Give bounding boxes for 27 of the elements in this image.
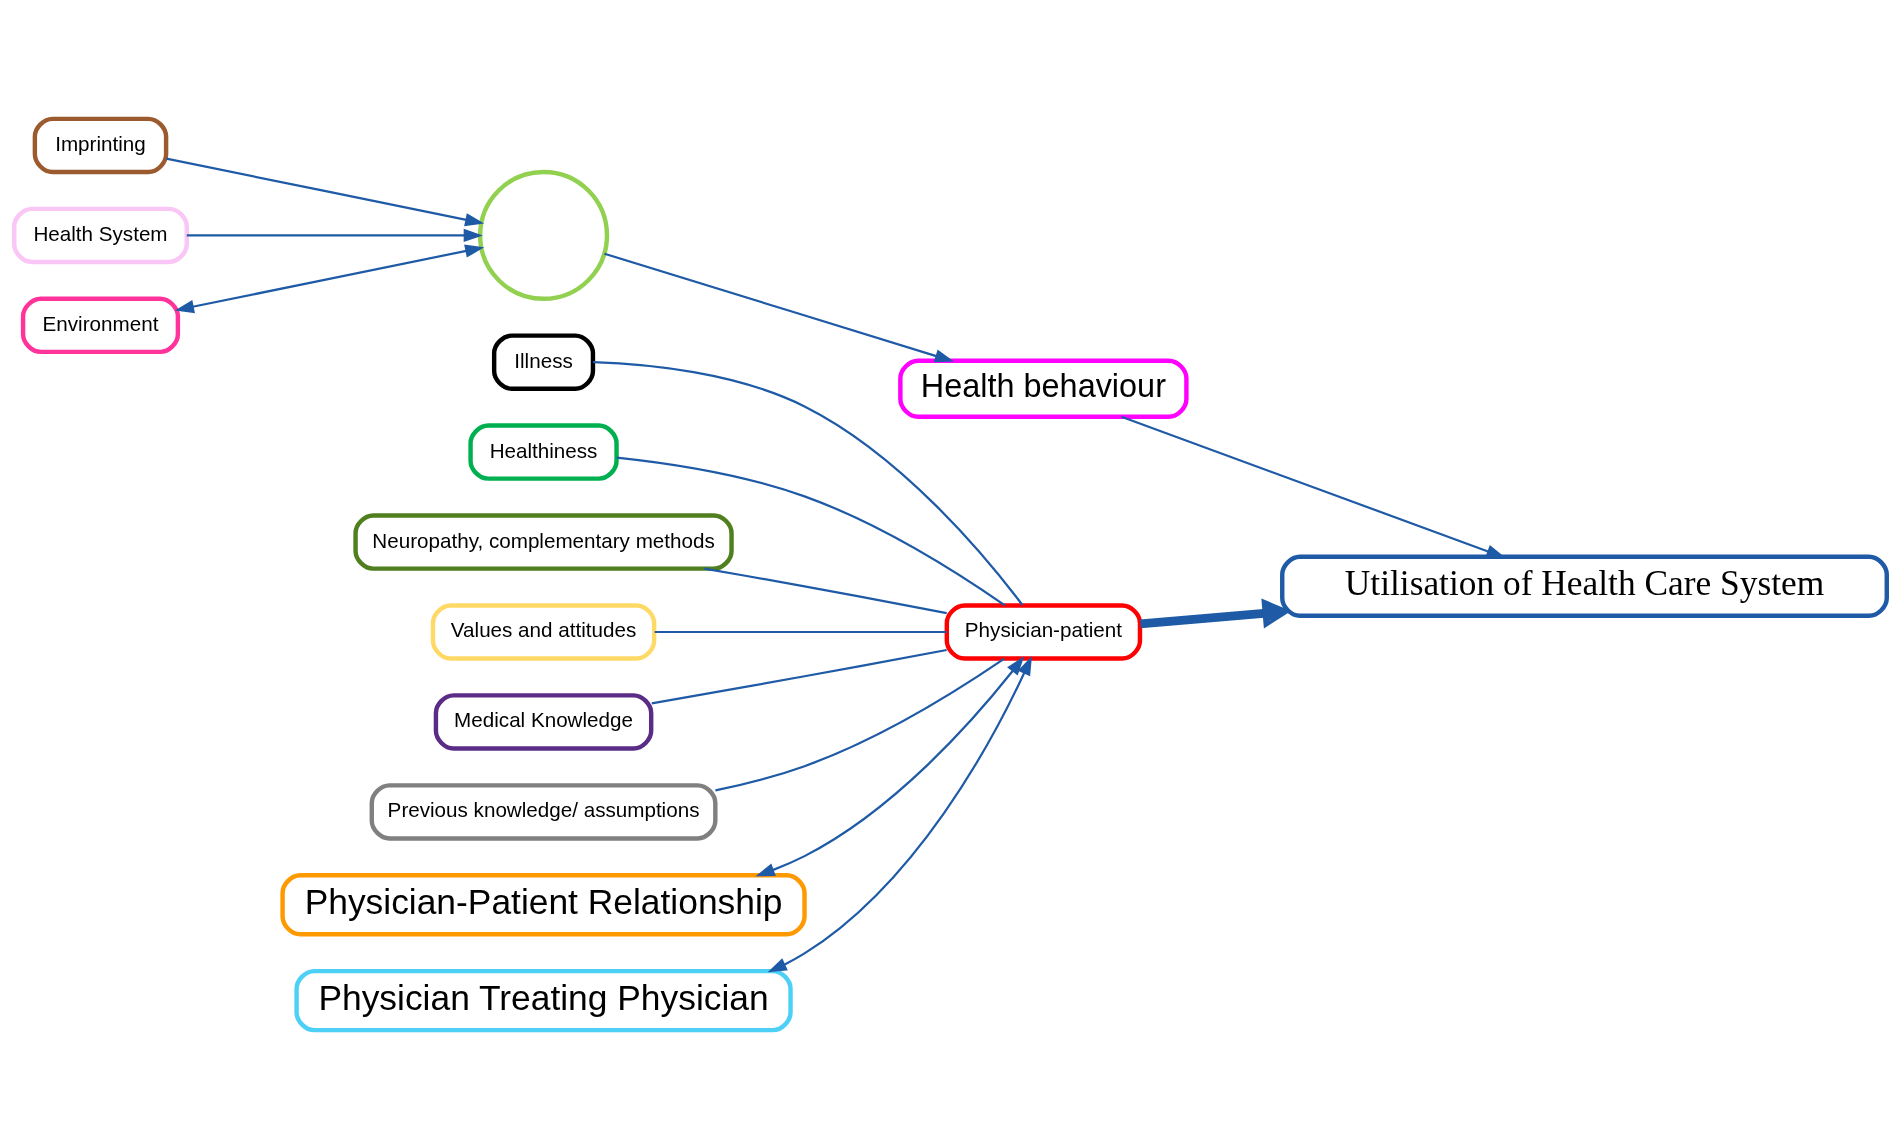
- node-box: Utilisation of Health Care System: [1280, 554, 1889, 618]
- node-box: Health System: [12, 206, 189, 264]
- node-box: Neuropathy, complementary methods: [353, 512, 734, 571]
- arrow: [166, 157, 485, 226]
- node-circle: [477, 169, 610, 301]
- connector: [651, 648, 947, 704]
- connector: [654, 630, 947, 633]
- node-box: Physician Treating Physician: [294, 968, 793, 1032]
- connector: [593, 360, 1024, 606]
- node-box: Illness: [491, 332, 596, 391]
- node-box: Physician-patient: [944, 602, 1143, 661]
- arrow: [174, 243, 485, 313]
- connector: [715, 657, 1005, 791]
- arrow: [767, 655, 1032, 972]
- node-box: Previous knowledge/ assumptions: [369, 782, 718, 841]
- connector: [616, 455, 1006, 606]
- connector: [704, 567, 947, 614]
- node-box: Health behaviour: [898, 358, 1189, 419]
- arrow: [755, 655, 1025, 876]
- arrow: [604, 252, 954, 362]
- node-box: Physician-Patient Relationship: [280, 872, 807, 936]
- node-box: Values and attitudes: [430, 602, 657, 661]
- node-box: Imprinting: [32, 116, 169, 174]
- node-box: Medical Knowledge: [433, 692, 654, 751]
- arrow: [186, 228, 483, 242]
- node-box: Healthiness: [468, 422, 619, 481]
- node-box: Environment: [20, 296, 181, 354]
